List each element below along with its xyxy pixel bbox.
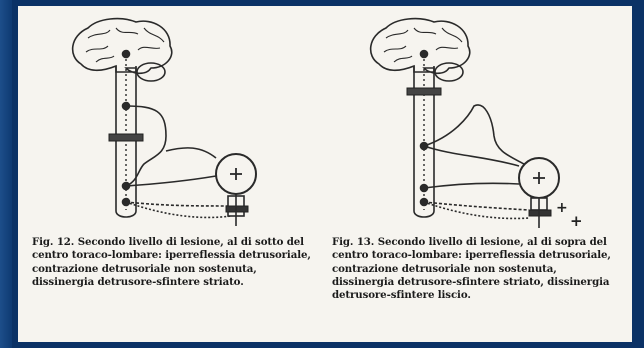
lesion-bar: [109, 134, 143, 141]
smooth-sphincter-plus-label: +: [556, 200, 568, 216]
pathway-sacral-2: [424, 202, 529, 218]
figure-12-diagram: [26, 6, 326, 231]
brainstem-node: [123, 51, 130, 58]
figure-12: Fig. 12. Secondo livello di lesione, al …: [26, 6, 326, 342]
pathway-to-bladder: [424, 146, 519, 166]
pathway-upper: [424, 105, 524, 164]
figure-13: + + Fig. 13. Secondo livello di lesione,…: [324, 6, 624, 342]
slide-frame: [0, 0, 12, 348]
cerebellum: [435, 63, 463, 81]
striated-sphincter-plus-label: +: [570, 212, 583, 230]
lesion-bar: [407, 88, 441, 95]
pathway-upper: [126, 106, 166, 186]
pathway-to-bladder: [166, 148, 216, 158]
brainstem-node: [421, 51, 428, 58]
figure-13-diagram: + +: [324, 6, 624, 231]
pathway-sacral: [126, 202, 231, 206]
cerebellum: [137, 63, 165, 81]
brain-outline: [371, 19, 470, 74]
pathway-sacral-2: [126, 202, 231, 217]
brain-outline: [73, 19, 172, 74]
scanned-page: Fig. 12. Secondo livello di lesione, al …: [18, 6, 632, 342]
figure-12-caption: Fig. 12. Secondo livello di lesione, al …: [32, 236, 314, 289]
figure-13-caption: Fig. 13. Secondo livello di lesione, al …: [332, 236, 614, 302]
pathway-lower: [424, 183, 519, 188]
pathway-sacral: [424, 202, 529, 210]
striated-sphincter: [529, 210, 551, 216]
pathway-lower: [126, 176, 216, 186]
